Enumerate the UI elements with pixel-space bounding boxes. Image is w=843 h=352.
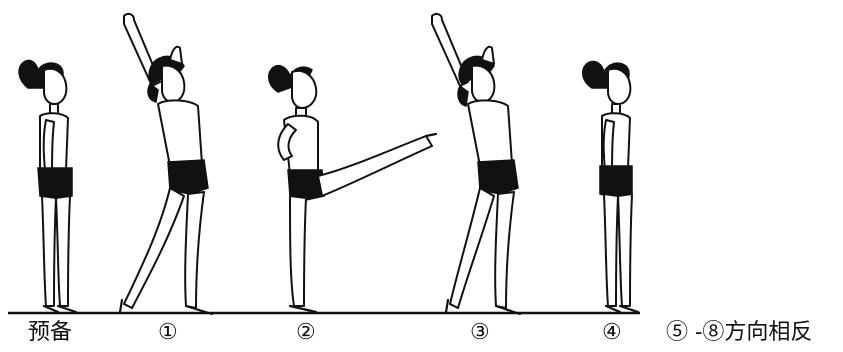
label-step-4: ④ [602, 320, 622, 346]
figure-step-3 [432, 14, 520, 314]
label-steps-5-8: ⑤ -⑧方向相反 [666, 320, 812, 346]
label-prep: 预备 [28, 320, 72, 346]
figure-prep [19, 60, 76, 312]
label-step-3: ③ [470, 320, 490, 346]
figure-step-1 [120, 14, 212, 314]
figure-step-4 [583, 61, 638, 312]
label-step-1: ① [158, 320, 178, 346]
label-step-2: ② [296, 320, 316, 346]
figure-step-2 [269, 66, 436, 312]
